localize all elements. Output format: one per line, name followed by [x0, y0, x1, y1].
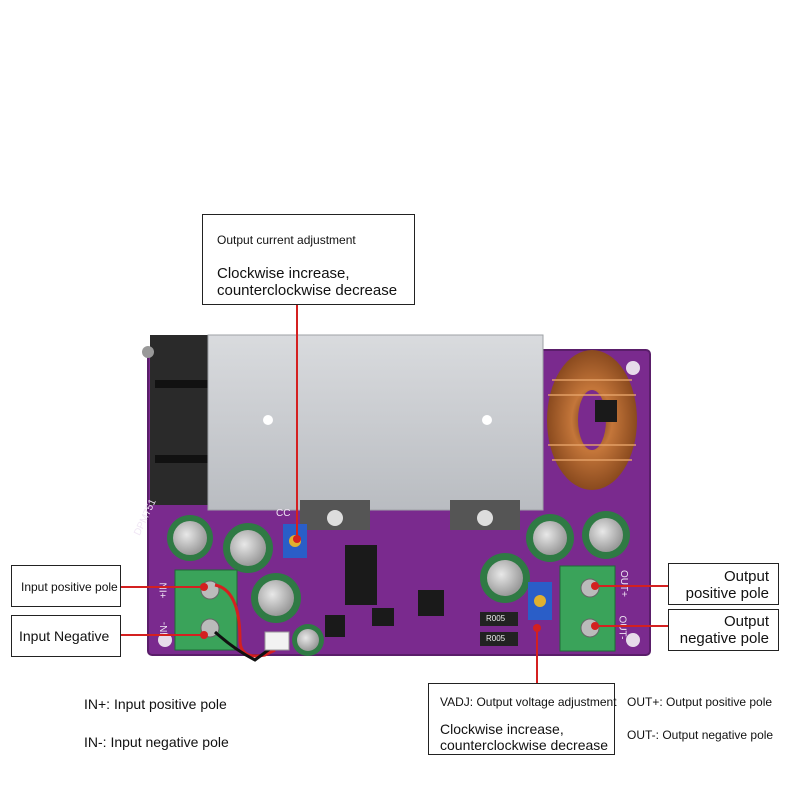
voltage-adjustment-title: VADJ: Output voltage adjustment [440, 695, 617, 709]
output-negative-dot [591, 622, 599, 630]
current-adjustment-pointer [296, 305, 298, 537]
voltage-adjustment-pointer [536, 628, 538, 683]
board-label-r005-b: R005 [486, 634, 506, 643]
output-terminal [559, 565, 616, 652]
current-adjustment-dot [293, 535, 301, 543]
legend-in-plus: IN+: Input positive pole [84, 696, 227, 712]
voltage-adjustment-dot [533, 624, 541, 632]
voltage-adjustment-callout: VADJ: Output voltage adjustment Clockwis… [428, 683, 617, 755]
board-label-in-plus: +IN [158, 582, 170, 599]
voltage-adjustment-line2: counterclockwise decrease [440, 737, 609, 753]
output-positive-callout: Output positive pole [668, 563, 779, 605]
output-positive-pointer [598, 585, 668, 587]
board-label-cc: CC [276, 508, 291, 519]
capacitors [167, 511, 630, 656]
input-negative-callout: Input Negative [11, 615, 121, 657]
heatsink [208, 335, 543, 510]
output-positive-line2: positive pole [685, 585, 769, 602]
output-positive-dot [591, 582, 599, 590]
legend-in-minus: IN-: Input negative pole [84, 734, 229, 750]
legend-out-minus: OUT-: Output negative pole [627, 728, 774, 742]
output-negative-line2: negative pole [679, 630, 769, 647]
current-adjustment-title: Output current adjustment [217, 233, 356, 247]
legend-out-plus: OUT+: Output positive pole [627, 695, 773, 709]
current-adjustment-callout: Output current adjustment Clockwise incr… [202, 214, 415, 305]
board-label-out-plus: OUT+ [617, 570, 629, 597]
output-positive-line1: Output [723, 568, 769, 585]
board-label-out-minus: OUT- [616, 615, 628, 640]
output-negative-pointer [598, 625, 668, 627]
board-label-r005-a: R005 [486, 614, 506, 623]
input-negative-label: Input Negative [19, 628, 110, 644]
current-adjustment-line2: counterclockwise decrease [217, 282, 398, 299]
input-positive-callout: Input positive pole [11, 565, 121, 607]
input-positive-pointer [121, 586, 203, 588]
input-negative-pointer [121, 634, 203, 636]
output-negative-callout: Output negative pole [668, 609, 779, 651]
input-positive-label: Input positive pole [21, 580, 118, 594]
voltage-adjustment-line1: Clockwise increase, [440, 721, 564, 737]
output-negative-line1: Output [723, 613, 769, 630]
input-negative-dot [200, 631, 208, 639]
input-positive-dot [200, 583, 208, 591]
current-adjustment-line1: Clockwise increase, [217, 265, 350, 282]
